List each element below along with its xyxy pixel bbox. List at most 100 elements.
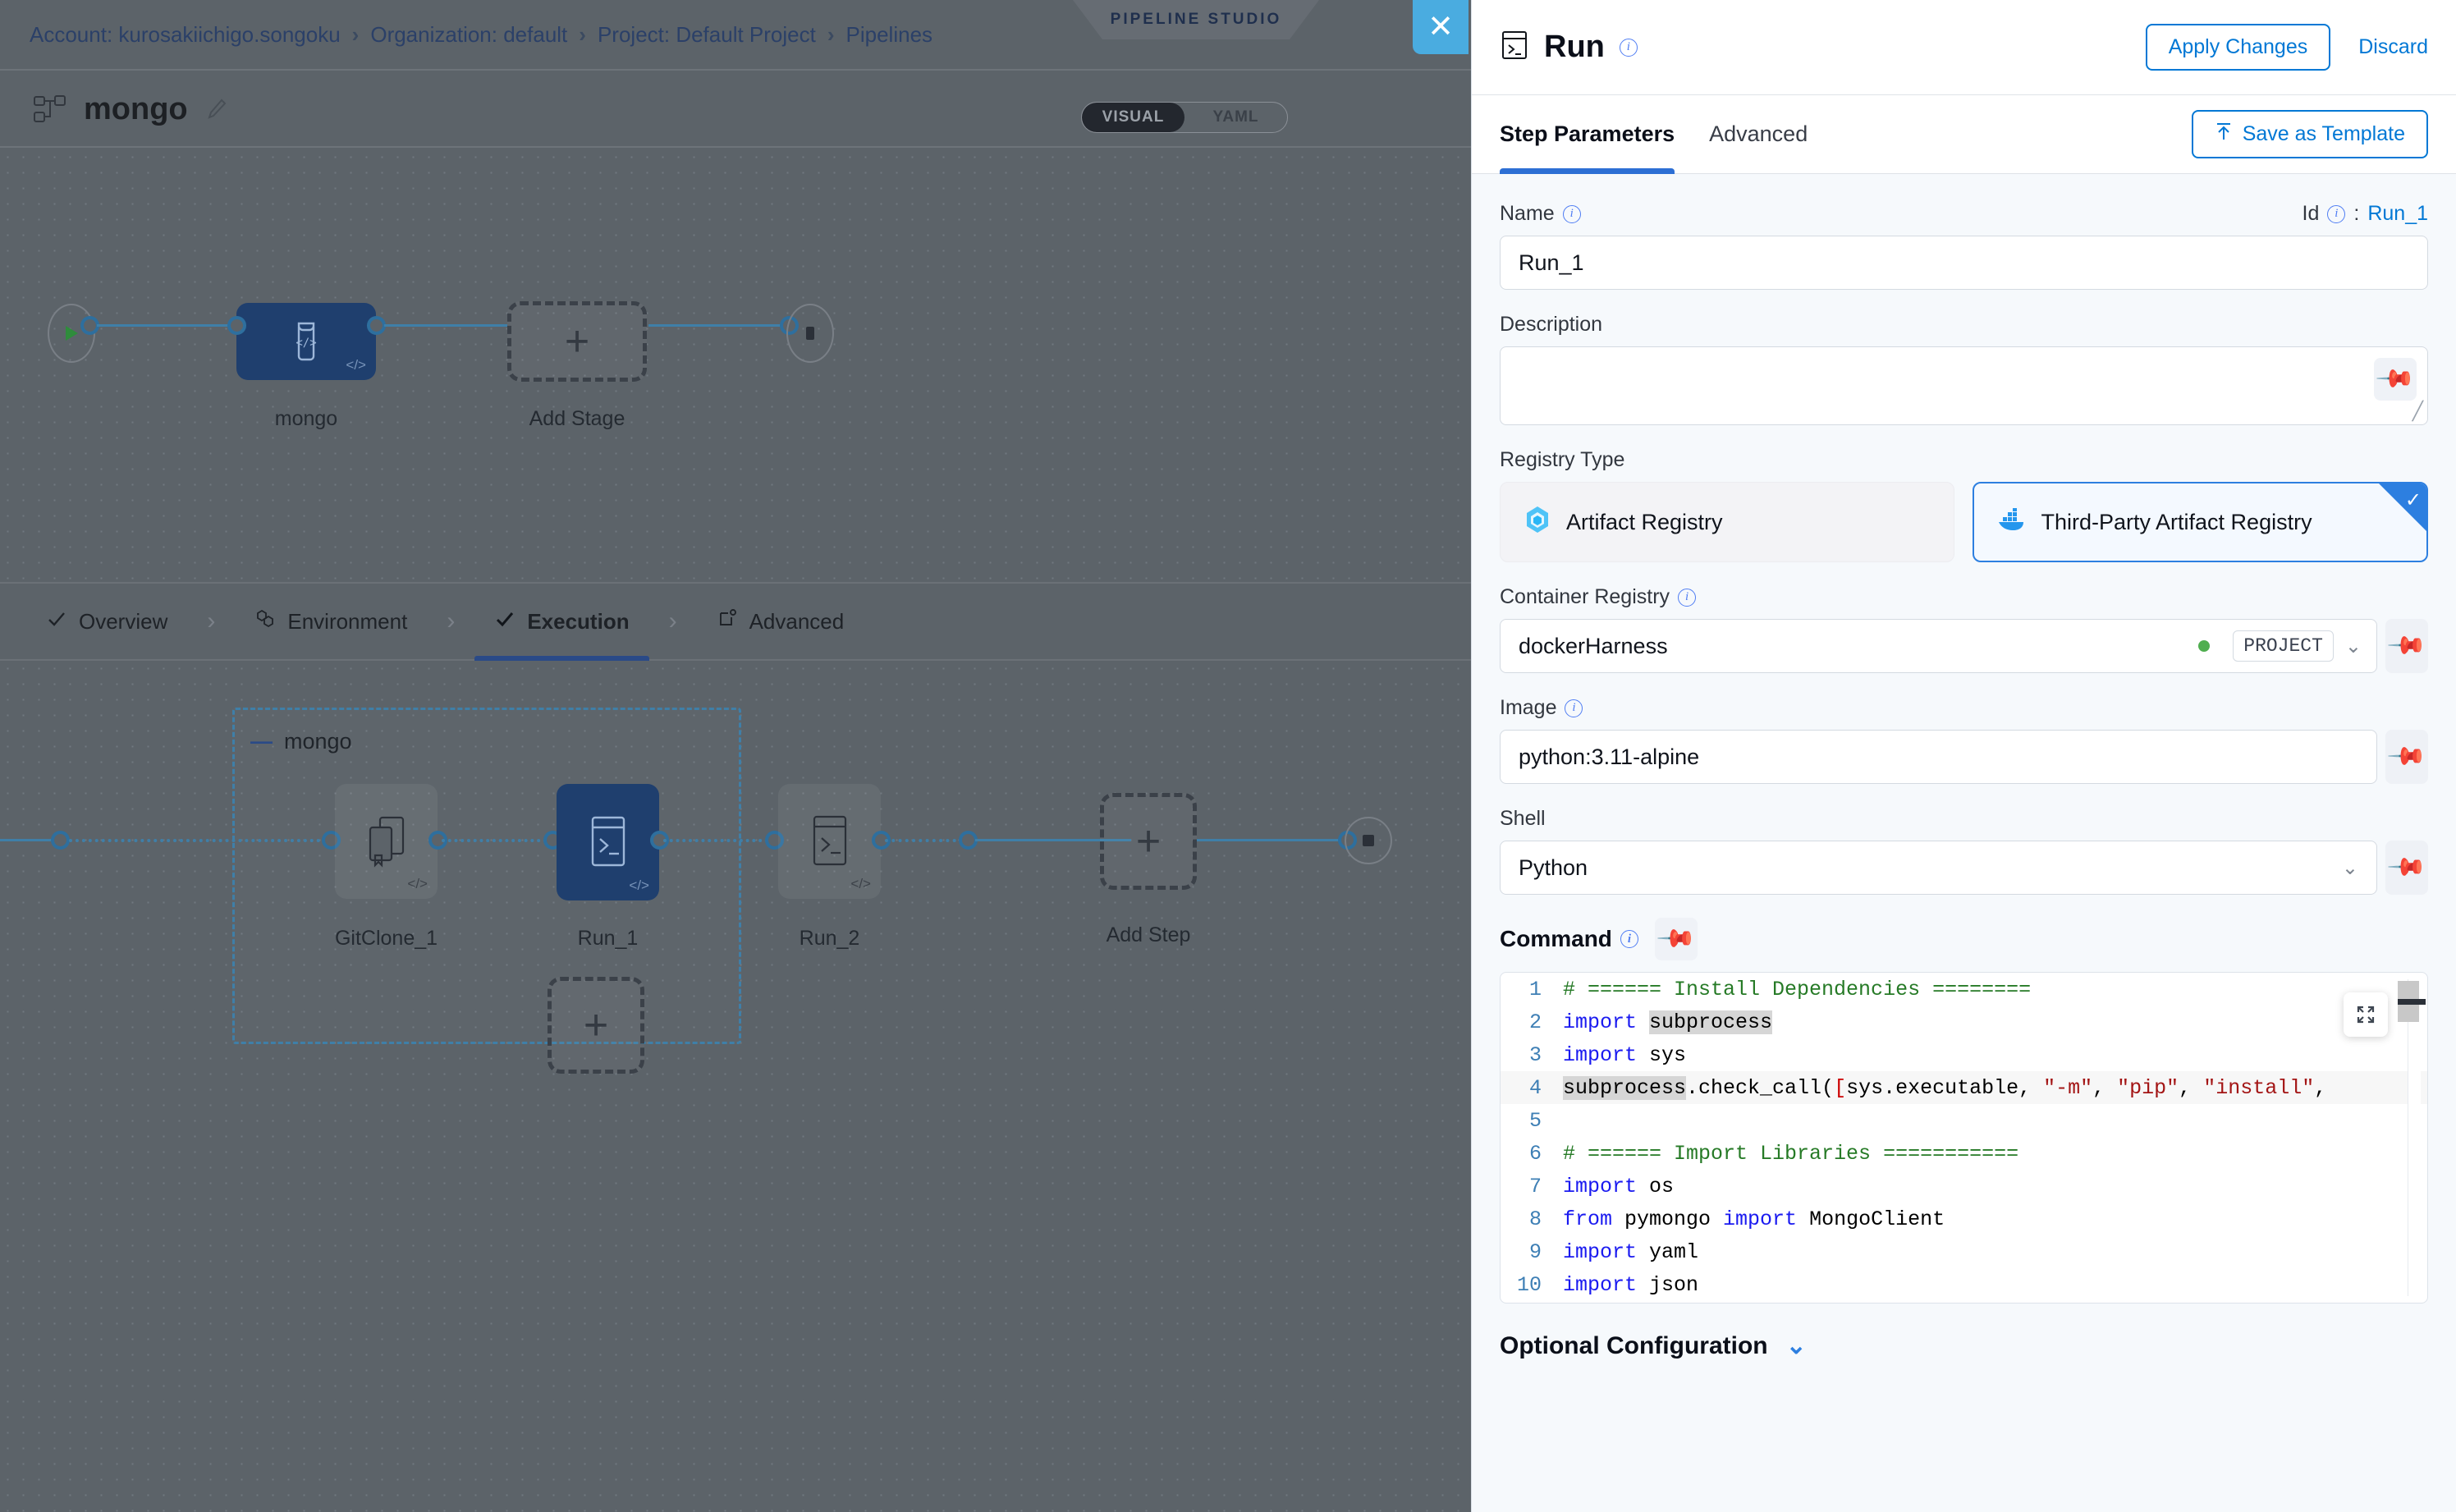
description-field-wrap: 📌 ╱ <box>1500 346 2428 425</box>
image-input[interactable]: python:3.11-alpine <box>1500 730 2377 784</box>
id-label: Id <box>2302 202 2320 225</box>
info-icon[interactable]: i <box>1620 930 1638 948</box>
apply-changes-button[interactable]: Apply Changes <box>2145 24 2331 71</box>
step-node-run-2[interactable]: </> <box>778 784 881 899</box>
run2-in-port[interactable] <box>765 831 784 850</box>
id-separator: : <box>2353 202 2360 225</box>
command-pin-button[interactable]: 📌 <box>1654 918 1698 960</box>
code-line-number: 7 <box>1528 1174 1542 1198</box>
stage-node-label: mongo <box>274 407 338 430</box>
connector-gitclone-to-run1 <box>442 839 547 842</box>
command-label-group: Command i <box>1500 926 1638 952</box>
info-icon[interactable]: i <box>1565 699 1583 717</box>
shell-row: Python ⌄ 📌 <box>1500 841 2428 895</box>
breadcrumb-item-pipelines[interactable]: Pipelines <box>845 21 933 47</box>
breadcrumb-item-organization[interactable]: Organization: default <box>370 21 568 47</box>
discard-button[interactable]: Discard <box>2358 35 2428 58</box>
chevron-down-icon[interactable]: ⌄ <box>2344 635 2362 657</box>
code-line-text: import json <box>1563 1272 1699 1297</box>
close-panel-button[interactable]: ✕ <box>1413 0 1469 54</box>
info-icon[interactable]: i <box>1619 38 1638 57</box>
tab-overview-label: Overview <box>79 608 168 634</box>
description-textarea[interactable] <box>1500 346 2428 425</box>
stage-in-port[interactable] <box>227 316 246 335</box>
description-pin-button[interactable]: 📌 <box>2374 358 2417 401</box>
info-icon[interactable]: i <box>1678 588 1697 607</box>
plus-icon: + <box>1135 818 1162 865</box>
plus-icon: + <box>564 318 590 365</box>
code-line[interactable]: 1# ====== Install Dependencies ======== <box>1501 973 2427 1006</box>
tab-separator-icon: › <box>447 607 456 635</box>
tab-environment[interactable]: Environment <box>250 582 412 661</box>
connector-to-gitclone <box>69 839 333 842</box>
exec-start-port[interactable] <box>51 831 70 850</box>
code-line[interactable]: 5 <box>1501 1104 2427 1137</box>
breadcrumb: Account: kurosakiichigo.songoku › Organi… <box>0 0 1471 71</box>
add-step-button[interactable]: + <box>1100 793 1197 890</box>
step-node-gitclone-1[interactable]: </> <box>335 784 438 899</box>
resize-handle-icon[interactable]: ╱ <box>2412 401 2423 421</box>
toggle-yaml[interactable]: YAML <box>1212 108 1259 126</box>
stage-config-tabs: Overview › Environment › Execution › <box>0 582 1471 661</box>
collapse-icon[interactable]: — <box>250 729 273 754</box>
command-code-editor[interactable]: 1# ====== Install Dependencies ========2… <box>1500 972 2428 1304</box>
tab-advanced[interactable]: Advanced <box>712 582 850 661</box>
hexagons-icon <box>254 608 276 635</box>
execution-end-node[interactable] <box>1345 817 1392 864</box>
stage-out-port[interactable] <box>367 316 386 335</box>
add-step-below-button[interactable]: + <box>548 977 644 1074</box>
check-icon <box>46 608 67 635</box>
info-icon[interactable]: i <box>2327 204 2346 223</box>
code-line-number: 6 <box>1528 1141 1542 1166</box>
name-input[interactable]: Run_1 <box>1500 236 2428 290</box>
code-line-number: 4 <box>1528 1075 1542 1100</box>
container-registry-pin-button[interactable]: 📌 <box>2385 619 2428 673</box>
breadcrumb-item-project[interactable]: Project: Default Project <box>597 21 816 47</box>
tab-execution[interactable]: Execution <box>474 582 649 661</box>
optional-configuration-label: Optional Configuration <box>1500 1331 1768 1359</box>
container-registry-input[interactable]: dockerHarness PROJECT ⌄ <box>1500 619 2377 673</box>
image-pin-button[interactable]: 📌 <box>2385 730 2428 784</box>
add-stage-button[interactable]: + <box>507 301 647 382</box>
expand-editor-button[interactable] <box>2344 992 2388 1037</box>
stage-group-header[interactable]: — mongo <box>250 729 352 754</box>
edit-pencil-icon[interactable] <box>206 98 227 121</box>
code-line[interactable]: 6# ====== Import Libraries =========== <box>1501 1137 2427 1170</box>
tab-step-parameters[interactable]: Step Parameters <box>1500 95 1675 174</box>
info-icon[interactable]: i <box>1562 204 1581 223</box>
stage-node-mongo-box[interactable]: </> </> <box>236 303 376 380</box>
save-as-template-button[interactable]: Save as Template <box>2191 110 2428 158</box>
optional-configuration-toggle[interactable]: Optional Configuration ⌄ <box>1500 1331 2428 1360</box>
code-line-text: import sys <box>1563 1042 1687 1067</box>
connector-run2-to-edge <box>885 839 963 842</box>
gitclone-in-port[interactable] <box>322 831 341 850</box>
shell-select[interactable]: Python ⌄ <box>1500 841 2377 895</box>
code-line-text: # ====== Install Dependencies ======== <box>1563 977 2032 1001</box>
tab-separator-icon: › <box>668 607 677 635</box>
stage-group-mongo <box>232 708 741 1044</box>
tab-advanced[interactable]: Advanced <box>1709 121 1808 146</box>
chevron-down-icon[interactable]: ⌄ <box>2341 856 2358 879</box>
registry-option-artifact-registry[interactable]: Artifact Registry <box>1500 482 1954 562</box>
code-line-text: from pymongo import MongoClient <box>1563 1207 1945 1231</box>
harness-artifact-icon <box>1524 505 1551 540</box>
toggle-visual[interactable]: VISUAL <box>1082 103 1184 132</box>
tab-overview[interactable]: Overview <box>41 582 172 661</box>
step-node-run-1[interactable]: </> <box>557 784 659 900</box>
pin-icon: 📌 <box>2375 358 2417 400</box>
editor-scrollbar-track[interactable] <box>2408 979 2421 1296</box>
breadcrumb-item-account[interactable]: Account: kurosakiichigo.songoku <box>30 21 341 47</box>
pipeline-end-node[interactable] <box>786 304 834 363</box>
registry-option-third-party-artifact-registry[interactable]: Third-Party Artifact Registry ✓ <box>1972 482 2428 562</box>
code-line-number: 5 <box>1528 1108 1542 1133</box>
shell-pin-button[interactable]: 📌 <box>2385 841 2428 895</box>
connector-stage-to-addstage <box>384 324 507 327</box>
view-mode-toggle[interactable]: VISUAL YAML <box>1081 102 1288 133</box>
